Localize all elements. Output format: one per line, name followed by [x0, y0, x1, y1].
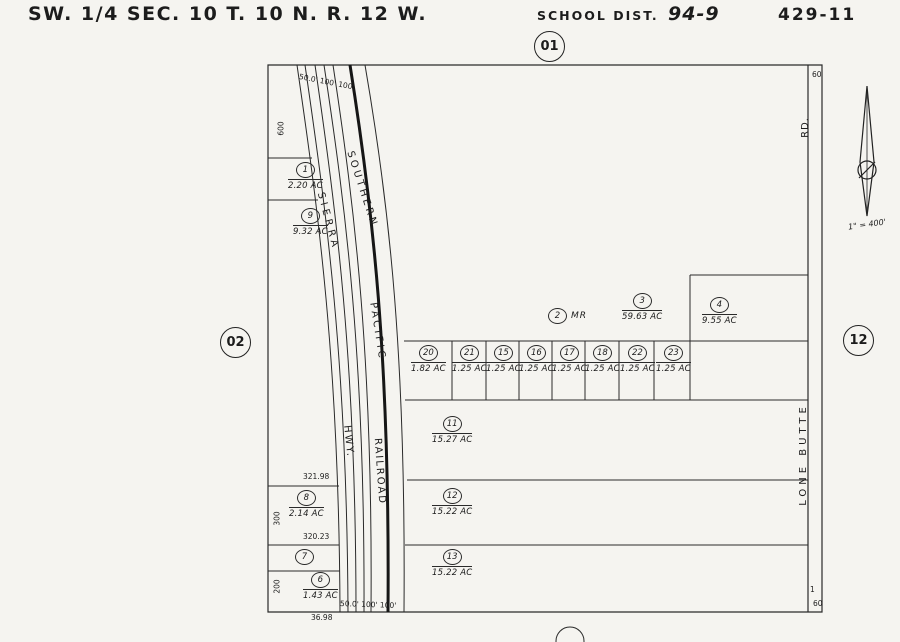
- rd-suffix: RD.: [799, 117, 811, 138]
- parcel-3: 3 59.63 AC: [622, 293, 663, 322]
- parcel-20: 20 1.82 AC: [411, 345, 446, 374]
- parcel-23-number: 23: [663, 345, 683, 361]
- parcel-17-number: 17: [559, 345, 579, 361]
- east-dim-60-bottom: 60: [813, 599, 823, 608]
- parcel-20-number: 20: [418, 345, 438, 361]
- parcel-21: 21 1.25 AC: [452, 345, 487, 374]
- railroad-centerline: [348, 64, 390, 613]
- parcel-13-acreage: 15.22 AC: [432, 566, 473, 578]
- measure-320-23: 320.23: [303, 532, 330, 541]
- parcel-1-acreage: 2.20 AC: [288, 179, 323, 191]
- parcel-18-acreage: 1.25 AC: [585, 362, 620, 374]
- sheet-number: 429-11: [778, 5, 857, 25]
- parcel-20-acreage: 1.82 AC: [411, 362, 446, 374]
- parcel-18: 18 1.25 AC: [585, 345, 620, 374]
- west-dim-600: 600: [276, 121, 286, 136]
- lone-butte-road-name: LONE BUTTE: [797, 403, 809, 506]
- railroad-east-edge: [364, 64, 405, 613]
- parcel-16-acreage: 1.25 AC: [519, 362, 554, 374]
- parcel-7: 7: [295, 549, 314, 565]
- parcel-2: 2 MR: [548, 308, 587, 324]
- parcel-8-number: 8: [296, 490, 316, 506]
- parcel-12-acreage: 15.22 AC: [432, 505, 473, 517]
- east-dim-1: 1: [810, 585, 815, 594]
- parcel-11-acreage: 15.27 AC: [432, 433, 473, 445]
- parcel-1: 1 2.20 AC: [288, 162, 323, 191]
- parcel-6-number: 6: [310, 572, 330, 588]
- parcel-17-acreage: 1.25 AC: [552, 362, 587, 374]
- west-dim-200: 200: [272, 579, 282, 594]
- parcel-2-note: MR: [571, 311, 588, 321]
- grid-index-top: 01: [534, 31, 565, 62]
- parcel-9-number: 9: [300, 208, 320, 224]
- parcel-13: 13 15.22 AC: [432, 549, 473, 578]
- parcel-11-number: 11: [442, 416, 462, 432]
- north-arrow-slash: [858, 161, 876, 179]
- north-arrow-circle: [857, 160, 877, 180]
- parcel-22-acreage: 1.25 AC: [620, 362, 655, 374]
- parcel-9: 9 9.32 AC: [293, 208, 328, 237]
- parcel-6-acreage: 1.43 AC: [303, 589, 338, 601]
- parcel-23: 23 1.25 AC: [656, 345, 691, 374]
- west-dim-300: 300: [272, 511, 282, 526]
- sierra-hwy-centerline: [314, 64, 357, 613]
- parcel-4-acreage: 9.55 AC: [702, 314, 737, 326]
- parcel-8: 8 2.14 AC: [289, 490, 324, 519]
- parcel-15: 15 1.25 AC: [486, 345, 521, 374]
- parcel-12-number: 12: [442, 488, 462, 504]
- parcel-21-number: 21: [459, 345, 479, 361]
- parcel-6: 6 1.43 AC: [303, 572, 338, 601]
- parcel-12: 12 15.22 AC: [432, 488, 473, 517]
- parcel-3-number: 3: [632, 293, 652, 309]
- parcel-18-number: 18: [592, 345, 612, 361]
- parcel-15-acreage: 1.25 AC: [486, 362, 521, 374]
- east-dim-60-top: 60: [812, 70, 822, 79]
- measure-36-98: 36.98: [311, 613, 333, 622]
- parcel-22: 22 1.25 AC: [620, 345, 655, 374]
- grid-index-right: 12: [843, 325, 874, 356]
- parcel-16-number: 16: [526, 345, 546, 361]
- parcel-17: 17 1.25 AC: [552, 345, 587, 374]
- parcel-4-number: 4: [709, 297, 729, 313]
- corridor-line-west: [296, 64, 341, 613]
- school-district-value: 94-9: [668, 3, 720, 25]
- page-title: SW. 1/4 SEC. 10 T. 10 N. R. 12 W.: [28, 3, 428, 25]
- parcel-2-number: 2: [548, 308, 567, 324]
- sierra-hwy-west-edge: [304, 64, 349, 613]
- grid-index-left: 02: [220, 327, 251, 358]
- parcel-11: 11 15.27 AC: [432, 416, 473, 445]
- parcel-13-number: 13: [442, 549, 462, 565]
- sierra-hwy-east-edge: [323, 64, 365, 613]
- parcel-16: 16 1.25 AC: [519, 345, 554, 374]
- parcel-7-number: 7: [295, 549, 314, 565]
- parcel-1-number: 1: [295, 162, 315, 178]
- parcel-3-acreage: 59.63 AC: [622, 310, 663, 322]
- parcel-22-number: 22: [627, 345, 647, 361]
- railroad-west-edge: [332, 64, 372, 613]
- parcel-8-acreage: 2.14 AC: [289, 507, 324, 519]
- measure-321-98: 321.98: [303, 472, 330, 481]
- section-boundary: [267, 64, 823, 613]
- parcel-9-acreage: 9.32 AC: [293, 225, 328, 237]
- parcel-21-acreage: 1.25 AC: [452, 362, 487, 374]
- school-district-label: SCHOOL DIST.: [537, 8, 659, 23]
- bottom-frontage-dims: 50.0' 100' 100': [339, 599, 397, 610]
- north-arrow: [857, 85, 877, 217]
- parcel-4: 4 9.55 AC: [702, 297, 737, 326]
- parcel-15-number: 15: [493, 345, 513, 361]
- bottom-index-circle: [555, 626, 585, 642]
- parcel-23-acreage: 1.25 AC: [656, 362, 691, 374]
